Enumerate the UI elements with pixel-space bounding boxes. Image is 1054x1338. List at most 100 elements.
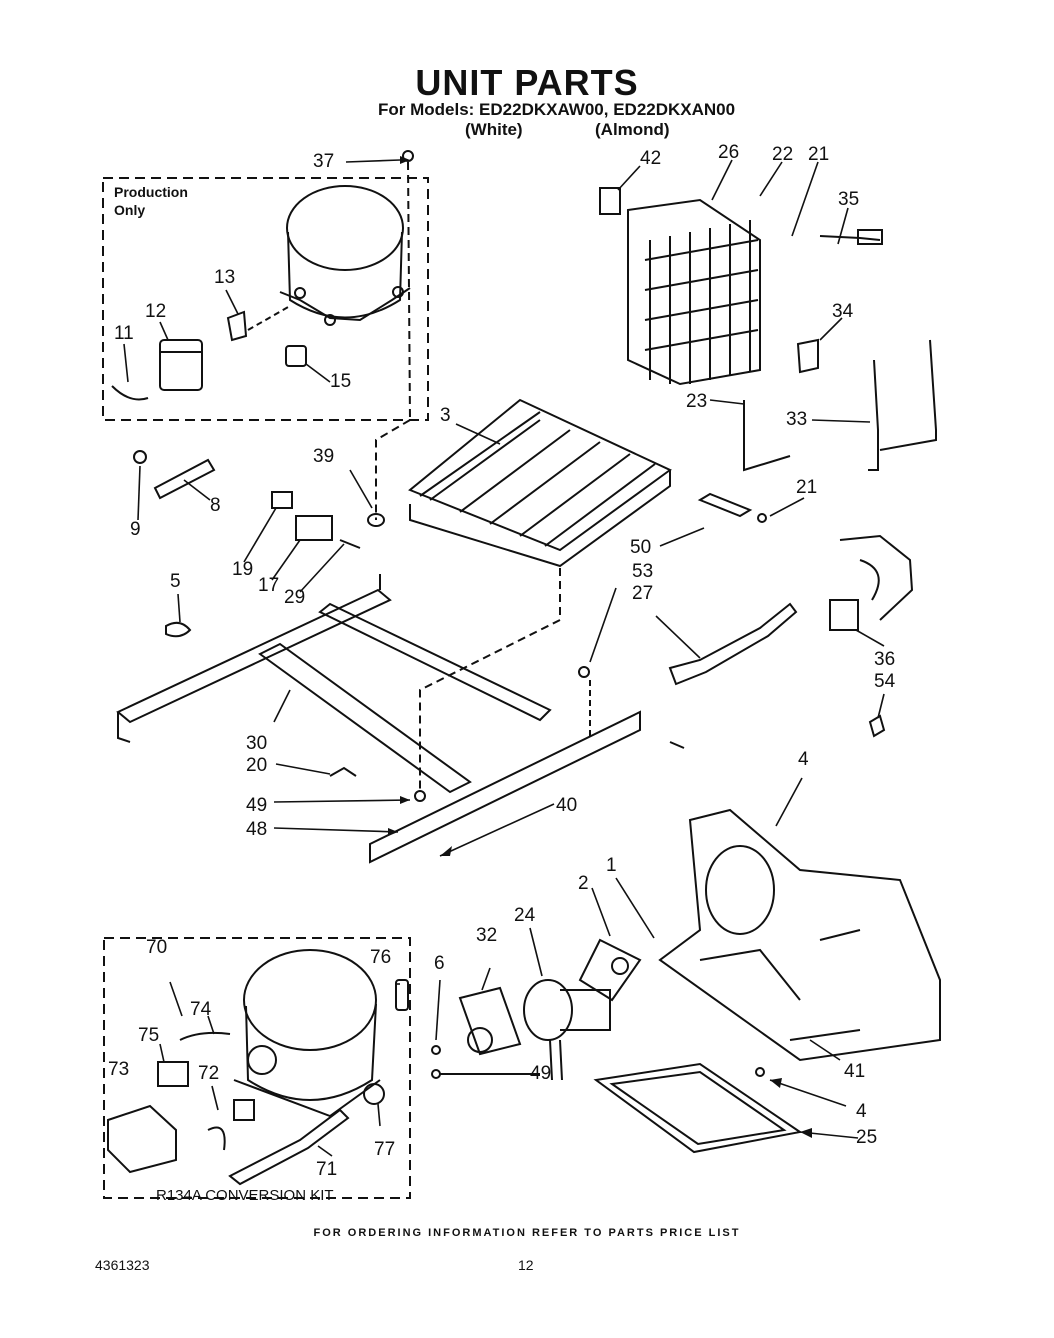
compressor-icon [280, 186, 410, 325]
part-19-icon [272, 492, 292, 508]
fan-motor-24-icon [524, 980, 610, 1080]
grommet-39-icon [368, 514, 384, 526]
callout-5: 5 [170, 571, 181, 592]
callout-49-left: 49 [246, 795, 268, 816]
screw-4-icon [756, 1068, 764, 1076]
callout-40: 40 [556, 795, 578, 816]
part-17-icon [296, 516, 332, 540]
page-number: 12 [518, 1257, 534, 1273]
variant-almond: (Almond) [595, 120, 670, 139]
callout-32: 32 [476, 925, 498, 946]
callout-70: 70 [146, 937, 168, 958]
callout-3: 3 [440, 405, 451, 426]
callout-22: 22 [772, 144, 794, 165]
callout-24: 24 [514, 905, 536, 926]
harness-36-icon [830, 536, 912, 630]
conversion-kit-box [104, 938, 410, 1198]
base-frame-icon [118, 574, 640, 862]
grommet-77-icon [364, 1084, 384, 1104]
callout-34: 34 [832, 301, 854, 322]
drain-pan-25-icon [596, 1064, 800, 1152]
clip-20-icon [330, 768, 356, 776]
bracket-32-icon [460, 988, 520, 1054]
tube-8-icon [155, 460, 214, 498]
callout-27: 27 [632, 583, 654, 604]
clip-72-icon [208, 1128, 225, 1151]
callout-72: 72 [198, 1063, 220, 1084]
clip-5-icon [166, 623, 190, 636]
screw-6-icon [432, 1046, 440, 1054]
screw-icon [403, 151, 413, 161]
callout-41: 41 [844, 1061, 866, 1082]
production-label: Production [114, 184, 188, 200]
page-title: UNIT PARTS [415, 62, 639, 103]
relay-icon [160, 340, 202, 390]
wire-35-icon [820, 236, 880, 240]
clip-icon [112, 386, 148, 400]
grommet-9-icon [134, 451, 146, 463]
callout-26: 26 [718, 142, 740, 163]
callout-23: 23 [686, 391, 708, 412]
callout-12: 12 [145, 301, 167, 322]
callout-2: 2 [578, 873, 589, 894]
callout-20: 20 [246, 755, 268, 776]
models-line: For Models: ED22DKXAW00, ED22DKXAN00 [378, 100, 736, 119]
connector-54-icon [870, 716, 884, 736]
callout-4-bottom: 4 [856, 1101, 867, 1122]
clip-42-icon [600, 188, 620, 214]
ordering-information-note: FOR ORDERING INFORMATION REFER TO PARTS … [313, 1227, 741, 1239]
callout-21-top: 21 [808, 144, 830, 165]
tube-76-icon [396, 980, 408, 1010]
callout-49-right: 49 [530, 1063, 552, 1084]
motor-bracket-41-icon [660, 810, 940, 1060]
cover-73-icon [108, 1106, 176, 1172]
callout-76: 76 [370, 947, 392, 968]
callout-77: 77 [374, 1139, 396, 1160]
callout-53: 53 [632, 561, 654, 582]
screw-49-icon [415, 791, 425, 801]
variant-white: (White) [465, 120, 523, 139]
production-only-box [103, 178, 428, 420]
callout-71: 71 [316, 1159, 338, 1180]
tube-33-icon [868, 340, 936, 470]
callout-35: 35 [838, 189, 860, 210]
callout-9: 9 [130, 519, 141, 540]
callout-15: 15 [330, 371, 352, 392]
callout-4-top: 4 [798, 749, 809, 770]
callout-54: 54 [874, 671, 896, 692]
callout-8: 8 [210, 495, 221, 516]
callout-33: 33 [786, 409, 808, 430]
condenser-icon [410, 400, 670, 566]
wire-74-icon [180, 1033, 230, 1040]
rod-23-icon [744, 400, 790, 470]
document-number: 4361323 [95, 1257, 150, 1273]
conversion-kit-label: R134A CONVERSION KIT [156, 1187, 334, 1204]
drier-27-icon [670, 604, 796, 684]
callout-11: 11 [114, 323, 134, 344]
callout-74: 74 [190, 999, 212, 1020]
callout-36: 36 [874, 649, 896, 670]
kit-compressor-icon [234, 950, 380, 1116]
screw-53-icon [579, 667, 589, 677]
part-29-icon [340, 540, 360, 548]
bracket-icon [228, 312, 246, 340]
callout-25: 25 [856, 1127, 878, 1148]
screw-icon [670, 742, 684, 748]
evaporator-icon [628, 200, 760, 384]
callout-1: 1 [606, 855, 617, 876]
callout-73: 73 [108, 1059, 130, 1080]
callout-30: 30 [246, 733, 268, 754]
bracket-50-icon [700, 494, 750, 516]
callout-17: 17 [258, 575, 280, 596]
callout-19: 19 [232, 559, 254, 580]
bracket-34-icon [798, 340, 818, 372]
callout-50: 50 [630, 537, 652, 558]
drier-71-icon [230, 1110, 348, 1184]
callout-21-mid: 21 [796, 477, 818, 498]
callout-29: 29 [284, 587, 306, 608]
callout-42: 42 [640, 148, 662, 169]
callout-13: 13 [214, 267, 236, 288]
fan-blade-2-icon [580, 940, 640, 1000]
cap-icon [286, 346, 306, 366]
